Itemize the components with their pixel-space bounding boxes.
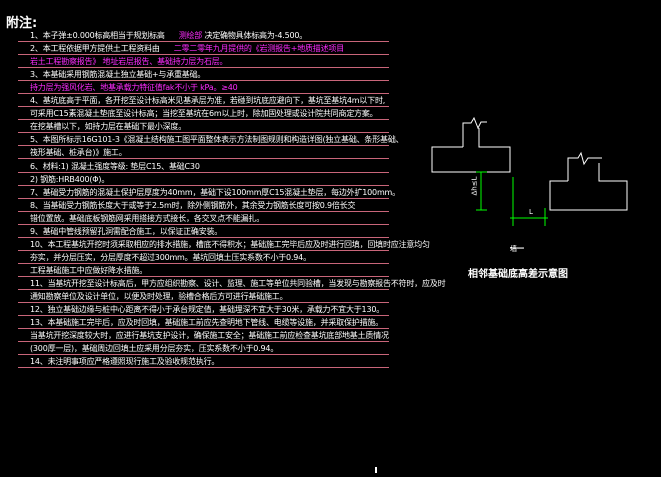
note-separator <box>18 184 389 186</box>
note-separator <box>18 249 389 251</box>
note-text: 7、基础受力钢筋的混凝土保护层厚度为40mm，基础下设100mm厚C15混凝土垫… <box>30 187 400 197</box>
note-text: 决定确物具体标高为-4.500。 <box>202 31 308 40</box>
note-separator <box>18 132 389 134</box>
note-line: 夯实，并分层压实，分层厚度不超过300mm。基坑回填土压实系数不小于0.94。 <box>30 253 325 262</box>
note-line: 2、本工程依据甲方提供土工程资料由 二零二零年九月提供的《岩测报告+地质描述项目 <box>30 44 344 53</box>
note-separator <box>18 302 389 303</box>
notes-title: 附注: <box>6 16 38 31</box>
note-line: 在挖基槽以下，如持力层在基础下最小深度。 <box>30 122 200 131</box>
note-text: 13、本基础施工完毕后，应及时回填，基础施工前应先查明地下管线、电缆等设施，并采… <box>30 318 383 328</box>
note-separator <box>18 210 389 212</box>
note-separator <box>18 106 389 108</box>
note-line: 6、材料:1) 混凝土强度等级: 垫层C15、基础C30 <box>30 162 214 171</box>
note-separator <box>18 328 389 330</box>
note-separator <box>18 354 389 356</box>
note-separator <box>18 119 389 121</box>
note-text: 2) 钢筋:HRB400(Φ)。 <box>30 174 110 184</box>
note-separator <box>18 80 389 82</box>
note-text: 通知勘察单位及设计单位，以便及时处理，验槽合格后方可进行基础施工。 <box>30 292 288 301</box>
note-separator <box>18 223 389 225</box>
note-separator <box>18 315 389 317</box>
note-text: 8、当基础受力钢筋长度大于或等于2.5m时，除外侧钢筋外，其余受力钢筋长度可按0… <box>30 200 356 210</box>
note-separator <box>18 54 389 56</box>
note-line: 9、基础中管线预留孔洞需配合施工，以保证正确安装。 <box>30 227 236 236</box>
note-line: 错位置放。基础底板钢筋网采用搭接方式接长，各交叉点不能漏扎。 <box>30 214 278 223</box>
horizontal-dimension-label: L <box>529 208 533 216</box>
note-separator <box>18 275 389 277</box>
note-text: 筏形基础、桩承台)》施工。 <box>30 148 127 158</box>
note-text: 9、基础中管线预留孔洞需配合施工，以保证正确安装。 <box>30 226 223 236</box>
note-text: 14、未注明事项应严格遵照现行施工及验收规范执行。 <box>30 357 220 367</box>
note-text: 10、本工程基坑开挖时须采取相应的排水措施，槽底不得积水；基础施工完毕后应及时进… <box>30 239 430 249</box>
note-separator <box>18 341 389 343</box>
note-text: (300厚一层)，基础周边回填土应采用分层夯实，压实系数不小于0.94。 <box>30 344 279 354</box>
note-text: 12、独立基础边缘与桩中心距离不得小于承台规定值，基础埋深不宜大于30米，承载力… <box>30 305 385 315</box>
note-text: 夯实，并分层压实，分层厚度不超过300mm。基坑回填土压实系数不小于0.94。 <box>30 252 311 262</box>
note-text: 6、材料:1) 混凝土强度等级: 垫层C15、基础C30 <box>30 161 200 171</box>
note-text: 3、本基础采用钢筋混凝土独立基础+与承重基础。 <box>30 70 206 80</box>
note-line: 当基坑开挖深度较大时，应进行基坑支护设计，确保施工安全；基础施工前应检查基坑底部… <box>30 331 403 340</box>
note-separator <box>18 171 389 173</box>
note-text: 1、本子弹±0.000标高相当于规划标高 <box>30 31 165 40</box>
note-text: 测绘部 <box>178 31 203 40</box>
vertical-dimension-label: Δh≤L <box>470 176 479 196</box>
right-footing <box>549 151 628 211</box>
note-text: 2、本工程依据甲方提供土工程资料由 <box>30 44 160 54</box>
note-separator <box>18 41 389 42</box>
note-text: 可采用C15素混凝土垫底至设计标高；当挖至基坑在6m以上时，除加固处理或设计院共… <box>30 109 378 119</box>
note-line: 岩土工程勘察报告》 地址岩层报告、基础持力层为石层。 <box>30 57 228 67</box>
note-text: 11、当基坑开挖至设计标高后，甲方应组织勘察、设计、监理、施工等单位共同验槽，当… <box>30 278 446 288</box>
note-line: 5、本图所标示16G101-3《混凝土结构施工图平面整体表示方法制图规则和构造详… <box>30 135 417 144</box>
note-separator <box>18 197 389 199</box>
note-text: 二零二零年九月提供的《岩测报告+地质描述项目 <box>173 44 345 54</box>
note-line: 2) 钢筋:HRB400(Φ)。 <box>30 175 123 184</box>
note-text: 持力层为强风化岩、地基承载力特征值fak不小于 kPa。≥40 <box>30 83 238 93</box>
note-text: 在挖基槽以下，如持力层在基础下最小深度。 <box>30 122 186 132</box>
note-separator <box>18 367 389 369</box>
note-line: 8、当基础受力钢筋长度大于或等于2.5m时，除外侧钢筋外，其余受力钢筋长度可按0… <box>30 201 369 210</box>
note-line: 10、本工程基坑开挖时须采取相应的排水措施，槽底不得积水；基础施工完毕后应及时进… <box>30 240 444 249</box>
note-text: 5、本图所标示16G101-3《混凝土结构施工图平面整体表示方法制图规则和构造详… <box>30 135 404 145</box>
note-separator <box>18 158 389 160</box>
note-line: 筏形基础、桩承台)》施工。 <box>30 148 141 157</box>
note-separator <box>18 93 389 95</box>
note-text: 岩土工程勘察报告》 地址岩层报告、基础持力层为石层。 <box>30 57 228 67</box>
note-line: 11、当基坑开挖至设计标高后，甲方应组织勘察、设计、监理、施工等单位共同验槽，当… <box>30 279 459 288</box>
note-separator <box>18 262 389 264</box>
note-line: 通知勘察单位及设计单位，以便及时处理，验槽合格后方可进行基础施工。 <box>30 292 301 301</box>
note-separator <box>18 288 389 290</box>
note-line: 7、基础受力钢筋的混凝土保护层厚度为40mm，基础下设100mm厚C15混凝土垫… <box>30 188 414 197</box>
note-line: 13、本基础施工完毕后，应及时回填，基础施工前应先查明地下管线、电缆等设施，并采… <box>30 318 397 327</box>
note-line: (300厚一层)，基础周边回填土应采用分层夯实，压实系数不小于0.94。 <box>30 344 292 353</box>
note-text: 4、基坑底高于平面，各开挖至设计标高米见基承层为准，若碰到坑底应避向下，基坑至基… <box>30 96 386 106</box>
note-line: 3、本基础采用钢筋混凝土独立基础+与承重基础。 <box>30 70 219 79</box>
note-separator <box>18 145 389 147</box>
note-line: 工程基础施工中应做好降水措施。 <box>30 266 161 275</box>
note-line: 12、独立基础边缘与桩中心距离不得小于承台规定值，基础埋深不宜大于30米，承载力… <box>30 305 398 314</box>
note-line: 14、未注明事项应严格遵照现行施工及验收规范执行。 <box>30 357 233 366</box>
note-line: 持力层为强风化岩、地基承载力特征值fak不小于 kPa。≥40 <box>30 83 238 92</box>
cursor-mark <box>375 467 377 473</box>
left-footing <box>431 116 511 173</box>
dimension-lines <box>476 171 548 226</box>
note-text: 错位置放。基础底板钢筋网采用搭接方式接长，各交叉点不能漏扎。 <box>30 213 264 223</box>
note-line: 可采用C15素混凝土垫底至设计标高；当挖至基坑在6m以上时，除加固处理或设计院共… <box>30 109 391 118</box>
note-line: 4、基坑底高于平面，各开挖至设计标高米见基承层为准，若碰到坑底应避向下，基坑至基… <box>30 96 399 105</box>
detail-title: 相邻基础底高差示意图 <box>468 269 568 280</box>
note-line: 1、本子弹±0.000标高相当于规划标高 测绘部 决定确物具体标高为-4.500。 <box>30 31 307 40</box>
note-separator <box>18 236 389 238</box>
note-text: 工程基础施工中应做好降水措施。 <box>30 265 147 275</box>
detail-subtitle: 墙一 <box>510 245 524 253</box>
note-text: 当基坑开挖深度较大时，应进行基坑支护设计，确保施工安全；基础施工前应检查基坑底部… <box>30 331 389 341</box>
note-separator <box>18 67 389 69</box>
